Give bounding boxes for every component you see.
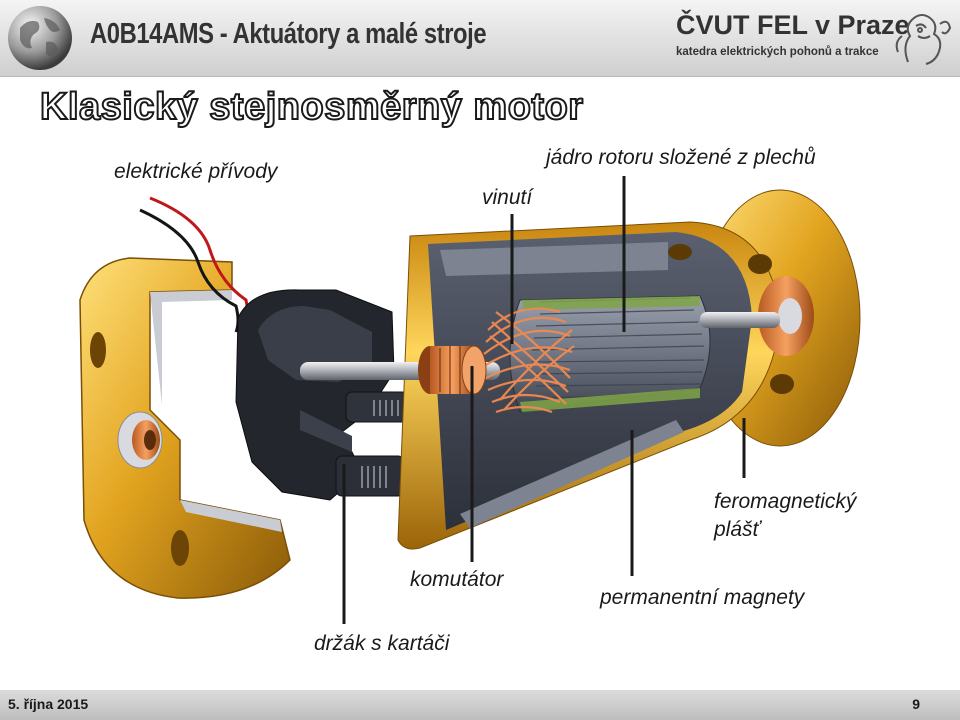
lion-emblem-icon — [895, 14, 952, 65]
brush-holder — [235, 289, 409, 501]
label-electrical-leads: elektrické přívody — [114, 160, 278, 183]
label-rotor-core: jádro rotoru složené z plechů — [546, 146, 816, 169]
copper-winding — [483, 307, 575, 414]
dc-motor-illustration — [79, 176, 861, 624]
label-winding: vinutí — [482, 186, 533, 209]
label-brush-holder: držák s kartáči — [314, 632, 450, 655]
page-number: 9 — [912, 696, 920, 712]
slide-header: A0B14AMS - Aktuátory a malé stroje ČVUT … — [0, 0, 960, 77]
course-title: A0B14AMS - Aktuátory a malé stroje — [90, 18, 487, 50]
slide-footer: 5. října 2015 9 — [0, 690, 960, 720]
university-name: ČVUT FEL v Praze — [676, 10, 910, 40]
pointer-lines — [342, 176, 746, 624]
shaft-rear — [700, 312, 780, 328]
slide-title: Klasický stejnosměrný motor — [39, 85, 584, 129]
department-name: katedra elektrických pohonů a trakce — [676, 46, 879, 58]
label-housing-line1: feromagnetický — [714, 490, 857, 513]
label-permanent-magnets: permanentní magnety — [600, 586, 805, 609]
globe-icon — [8, 6, 72, 70]
footer-date: 5. října 2015 — [8, 696, 89, 712]
end-cap-left — [79, 257, 291, 599]
label-housing-line2: plášť — [714, 518, 760, 541]
label-commutator: komutátor — [410, 568, 504, 591]
commutator — [418, 345, 487, 395]
rotor-core — [509, 295, 711, 413]
